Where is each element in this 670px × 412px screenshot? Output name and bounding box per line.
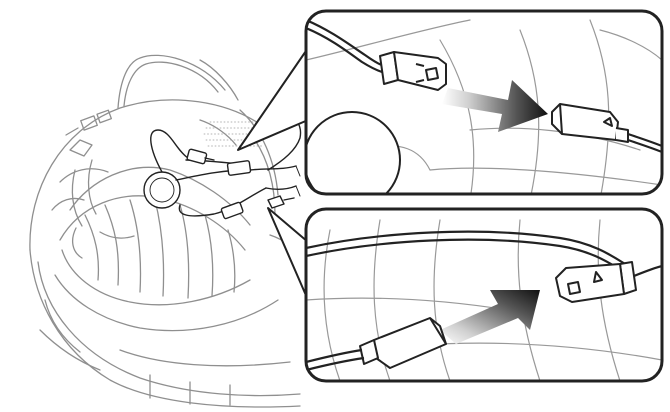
female-connector-icon [359, 317, 447, 369]
male-connector-icon [186, 148, 215, 165]
female-connector-icon [226, 160, 252, 176]
gradient-arrow-icon [442, 80, 548, 132]
speaker-icon [143, 171, 181, 209]
callout-wedge-bottom [267, 207, 309, 301]
detail-panel-bottom [304, 207, 664, 383]
helmet-illustration-icon [29, 54, 307, 408]
male-connector-icon [555, 261, 637, 303]
detail-panel-top [304, 9, 664, 196]
speaker-icon [306, 111, 401, 194]
callout-wedge-top [237, 47, 309, 151]
male-connector-icon [220, 201, 244, 220]
male-connector-icon [379, 51, 447, 91]
gradient-arrow-icon [440, 290, 540, 344]
female-connector-icon [551, 103, 629, 143]
